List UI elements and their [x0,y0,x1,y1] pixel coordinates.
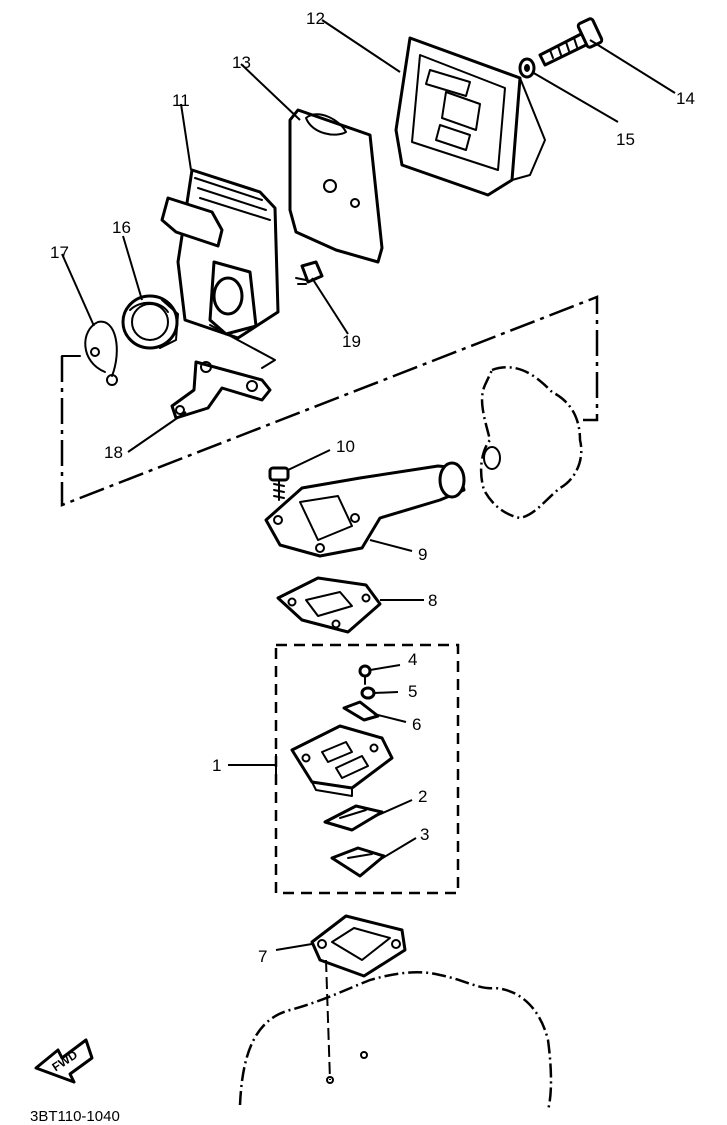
callout-4: 4 [408,650,417,669]
callout-9: 9 [418,545,427,564]
callout-numbers: 12 13 11 14 15 16 17 19 18 10 9 8 4 5 6 … [50,9,695,966]
drawing-code: 3BT110-1040 [30,1108,120,1125]
part-7-gasket [310,914,407,978]
reed-valve-assembly-box [274,643,460,895]
crankcase-outline-lower [238,971,553,1111]
part-11-silencer-body [160,168,280,340]
callout-5: 5 [408,682,417,701]
callout-19: 19 [342,332,361,351]
callout-10: 10 [336,437,355,456]
callout-1: 1 [212,756,221,775]
part-5-washer [360,686,376,700]
leader-lines [61,19,676,951]
part-15-washer [518,57,536,79]
callout-3: 3 [420,825,429,844]
part-1-reed-valve [290,724,394,797]
callout-12: 12 [306,9,325,28]
callout-11: 11 [172,91,190,110]
part-9-intake-manifold [264,461,466,558]
part-2-reed [323,804,384,832]
stud-hole [326,1076,334,1084]
callout-2: 2 [418,787,427,806]
callout-15: 15 [616,130,635,149]
part-4-screw [358,664,372,685]
callout-6: 6 [412,715,421,734]
callout-13: 13 [232,53,251,72]
crankcase-outline-upper [479,366,583,520]
part-10-bolt [268,466,290,501]
part-19-screw [295,260,324,285]
part-13-gasket-plate [288,108,384,264]
callout-8: 8 [428,591,437,610]
part-18-bracket [170,360,272,420]
part-14-bolt [538,17,604,67]
callout-17: 17 [50,243,69,262]
part-7-center-line [325,959,331,1081]
part-3-reed [330,846,386,878]
bracket-guide-line [209,324,276,369]
part-8-gasket [276,576,382,634]
callout-14: 14 [676,89,695,108]
callout-16: 16 [112,218,131,237]
part-6-reed-stopper [342,700,380,722]
callout-7: 7 [258,947,267,966]
assembly-center-line [60,295,599,507]
part-12-silencer-cover [394,36,546,197]
forward-arrow: FWD [34,1038,94,1084]
part-16-intake-flange [121,294,179,350]
part-17-hose-clamp [84,320,118,386]
callout-18: 18 [104,443,123,462]
